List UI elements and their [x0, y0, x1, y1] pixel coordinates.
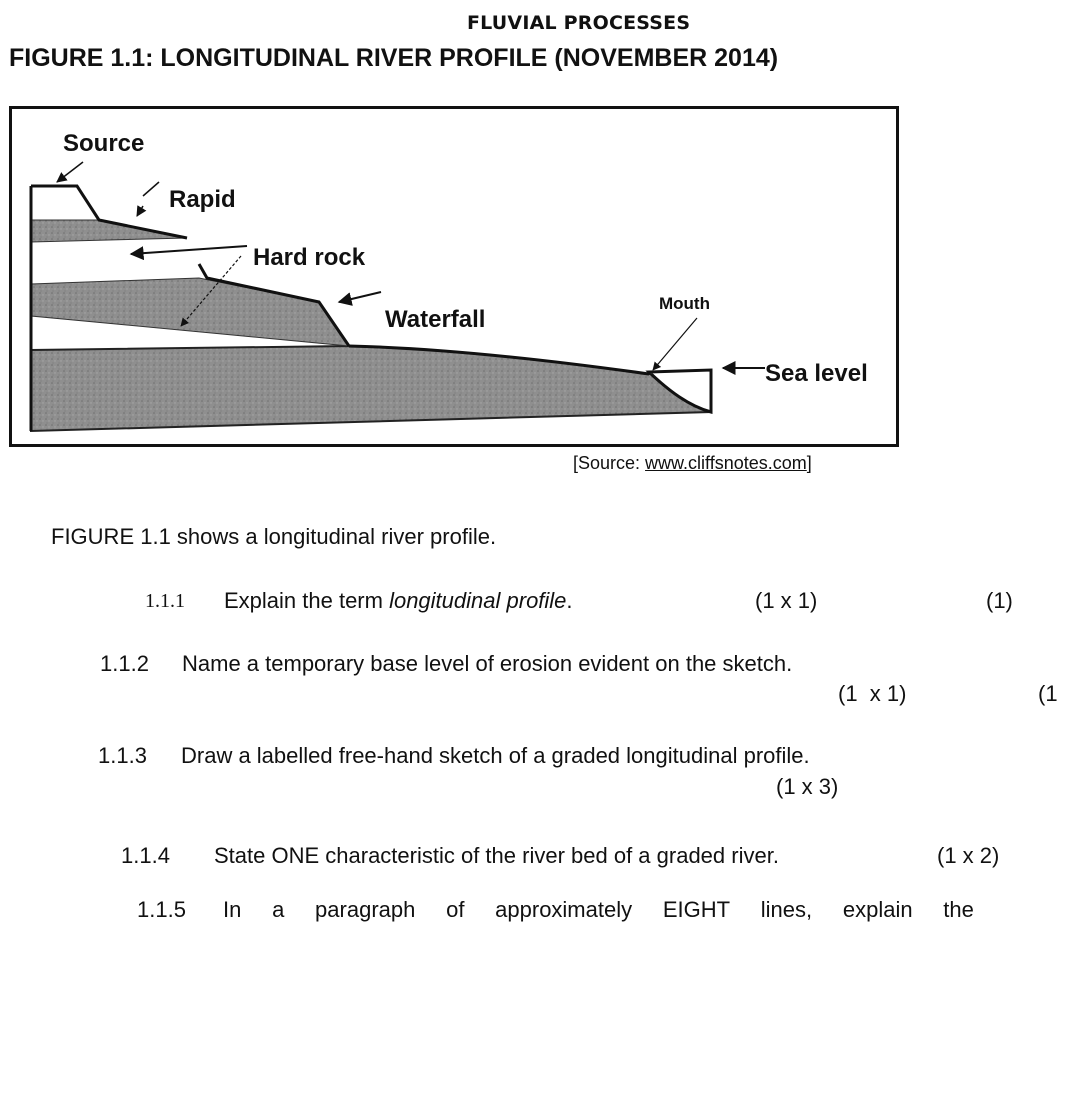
- q5-word: of: [446, 897, 465, 922]
- question-marks-1-1-3: (1 x 3): [776, 774, 839, 799]
- q5-word: a: [272, 897, 285, 922]
- question-number-1-1-4: 1.1.4: [121, 843, 170, 868]
- question-total-1-1-2: (1: [1038, 681, 1058, 706]
- question-marks-1-1-4: (1 x 2): [937, 843, 1000, 868]
- question-text-1-1-1: Explain the term longitudinal profile.: [224, 588, 573, 614]
- q5-word: EIGHT: [662, 897, 731, 922]
- river-profile-diagram: [9, 106, 899, 447]
- river-profile-lower: [348, 344, 650, 376]
- label-source: Source: [63, 130, 145, 157]
- label-sea-level: Sea level: [765, 360, 868, 387]
- source-arrow: [56, 161, 84, 183]
- section-heading: FLUVIAL PROCESSES: [467, 12, 691, 34]
- river-profile-upper: [31, 184, 188, 240]
- question-text-1-1-4: State ONE characteristic of the river be…: [214, 843, 779, 868]
- waterfall-arrow: [337, 291, 382, 306]
- question-text-1-1-2: Name a temporary base level of erosion e…: [182, 651, 793, 676]
- label-mouth: Mouth: [659, 294, 710, 313]
- label-waterfall: Waterfall: [385, 306, 486, 333]
- label-hard-rock: Hard rock: [253, 244, 366, 271]
- rapid-arrow: [136, 205, 147, 217]
- q5-word: In: [223, 897, 242, 922]
- figure-source: [Source: www.cliffsnotes.com]: [573, 453, 812, 474]
- q5-word: explain: [842, 897, 913, 922]
- q5-word: the: [943, 897, 974, 922]
- label-rapid: Rapid: [169, 186, 236, 213]
- question-text-1-1-3: Draw a labelled free-hand sketch of a gr…: [181, 743, 810, 768]
- hard-rock-arrow-upper: [129, 245, 248, 261]
- source-suffix: ]: [806, 453, 812, 473]
- question-total-1-1-1: (1): [986, 588, 1013, 613]
- source-prefix: [Source:: [573, 453, 646, 473]
- question-text-1-1-5: In a paragraph of approximately EIGHT li…: [223, 897, 974, 923]
- rapid-tick: [142, 181, 160, 197]
- q1-term: longitudinal profile: [389, 588, 567, 613]
- q5-word: paragraph: [315, 897, 416, 922]
- river-profile-figure: Source Rapid Hard rock Waterfall Mouth S…: [9, 106, 899, 447]
- question-number-1-1-1: 1.1.1: [145, 590, 185, 612]
- sea-basin: [645, 368, 713, 414]
- q5-word: lines,: [760, 897, 813, 922]
- question-number-1-1-3: 1.1.3: [98, 743, 147, 768]
- figure-title: FIGURE 1.1: LONGITUDINAL RIVER PROFILE (…: [9, 44, 779, 72]
- q1-text-after: .: [566, 588, 573, 613]
- question-marks-1-1-2: (1 x 1): [838, 681, 907, 706]
- q5-word: approximately: [495, 897, 633, 922]
- intro-text: FIGURE 1.1 shows a longitudinal river pr…: [51, 524, 497, 549]
- river-profile-waterfall: [197, 263, 351, 347]
- q1-text-before: Explain the term: [224, 588, 390, 613]
- question-number-1-1-5: 1.1.5: [137, 897, 186, 922]
- question-marks-1-1-1: (1 x 1): [755, 588, 818, 613]
- mouth-arrow: [652, 317, 698, 371]
- question-number-1-1-2: 1.1.2: [100, 651, 149, 676]
- hard-rock-arrow-lower: [180, 255, 242, 327]
- source-link[interactable]: www.cliffsnotes.com: [645, 453, 807, 473]
